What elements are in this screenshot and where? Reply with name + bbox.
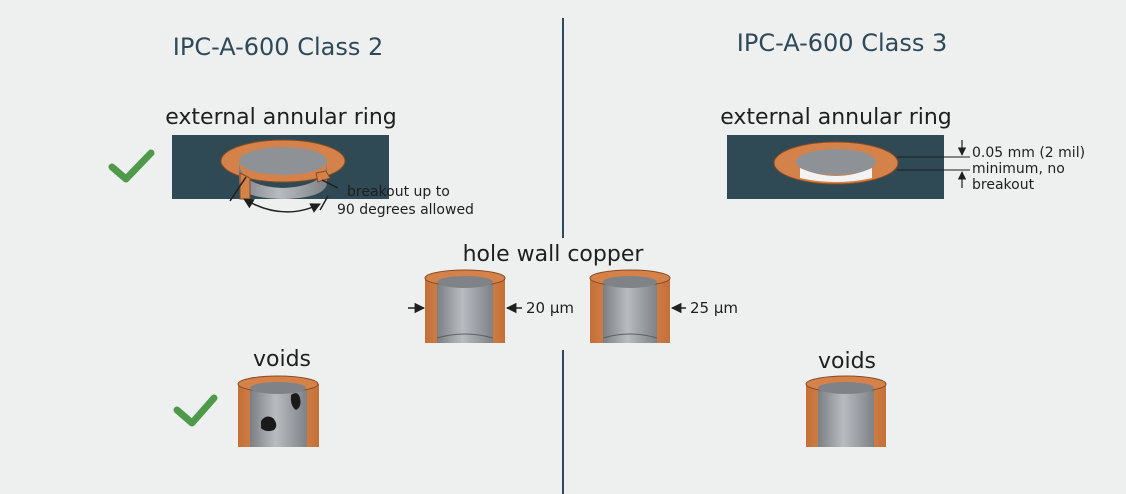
checkmark-icon bbox=[108, 149, 155, 183]
class2-annular-label: external annular ring bbox=[165, 105, 397, 130]
class3-title: IPC-A-600 Class 3 bbox=[737, 29, 947, 57]
dimension-note-line1: 0.05 mm (2 mil) bbox=[972, 145, 1085, 161]
class2-title: IPC-A-600 Class 2 bbox=[173, 33, 383, 61]
dimension-note-line3: breakout bbox=[972, 177, 1035, 193]
ring-dimension-indicator bbox=[897, 140, 970, 188]
void-spot bbox=[290, 393, 301, 410]
class2-voids-barrel bbox=[237, 375, 319, 447]
class2-annular-ring-figure bbox=[172, 135, 389, 200]
hole-wall-title: hole wall copper bbox=[463, 242, 645, 267]
class3-voids-barrel bbox=[805, 375, 887, 447]
class3-annular-label: external annular ring bbox=[720, 105, 952, 130]
hole-wall-barrel-class2 bbox=[424, 269, 506, 343]
dimension-note-line2: minimum, no bbox=[972, 161, 1065, 177]
breakout-note-line2: 90 degrees allowed bbox=[337, 202, 474, 218]
class2-thickness-value: 20 µm bbox=[526, 299, 574, 317]
class2-voids-label: voids bbox=[253, 347, 311, 372]
class3-thickness-value: 25 µm bbox=[690, 299, 738, 317]
class3-annular-ring-figure bbox=[727, 135, 944, 199]
breakout-note-line1: breakout up to bbox=[347, 184, 450, 200]
void-spot bbox=[261, 416, 277, 432]
class3-voids-label: voids bbox=[818, 349, 876, 374]
hole-wall-barrel-class3 bbox=[589, 269, 671, 343]
breakout-angle-indicator bbox=[229, 176, 339, 213]
checkmark-icon bbox=[173, 394, 218, 427]
